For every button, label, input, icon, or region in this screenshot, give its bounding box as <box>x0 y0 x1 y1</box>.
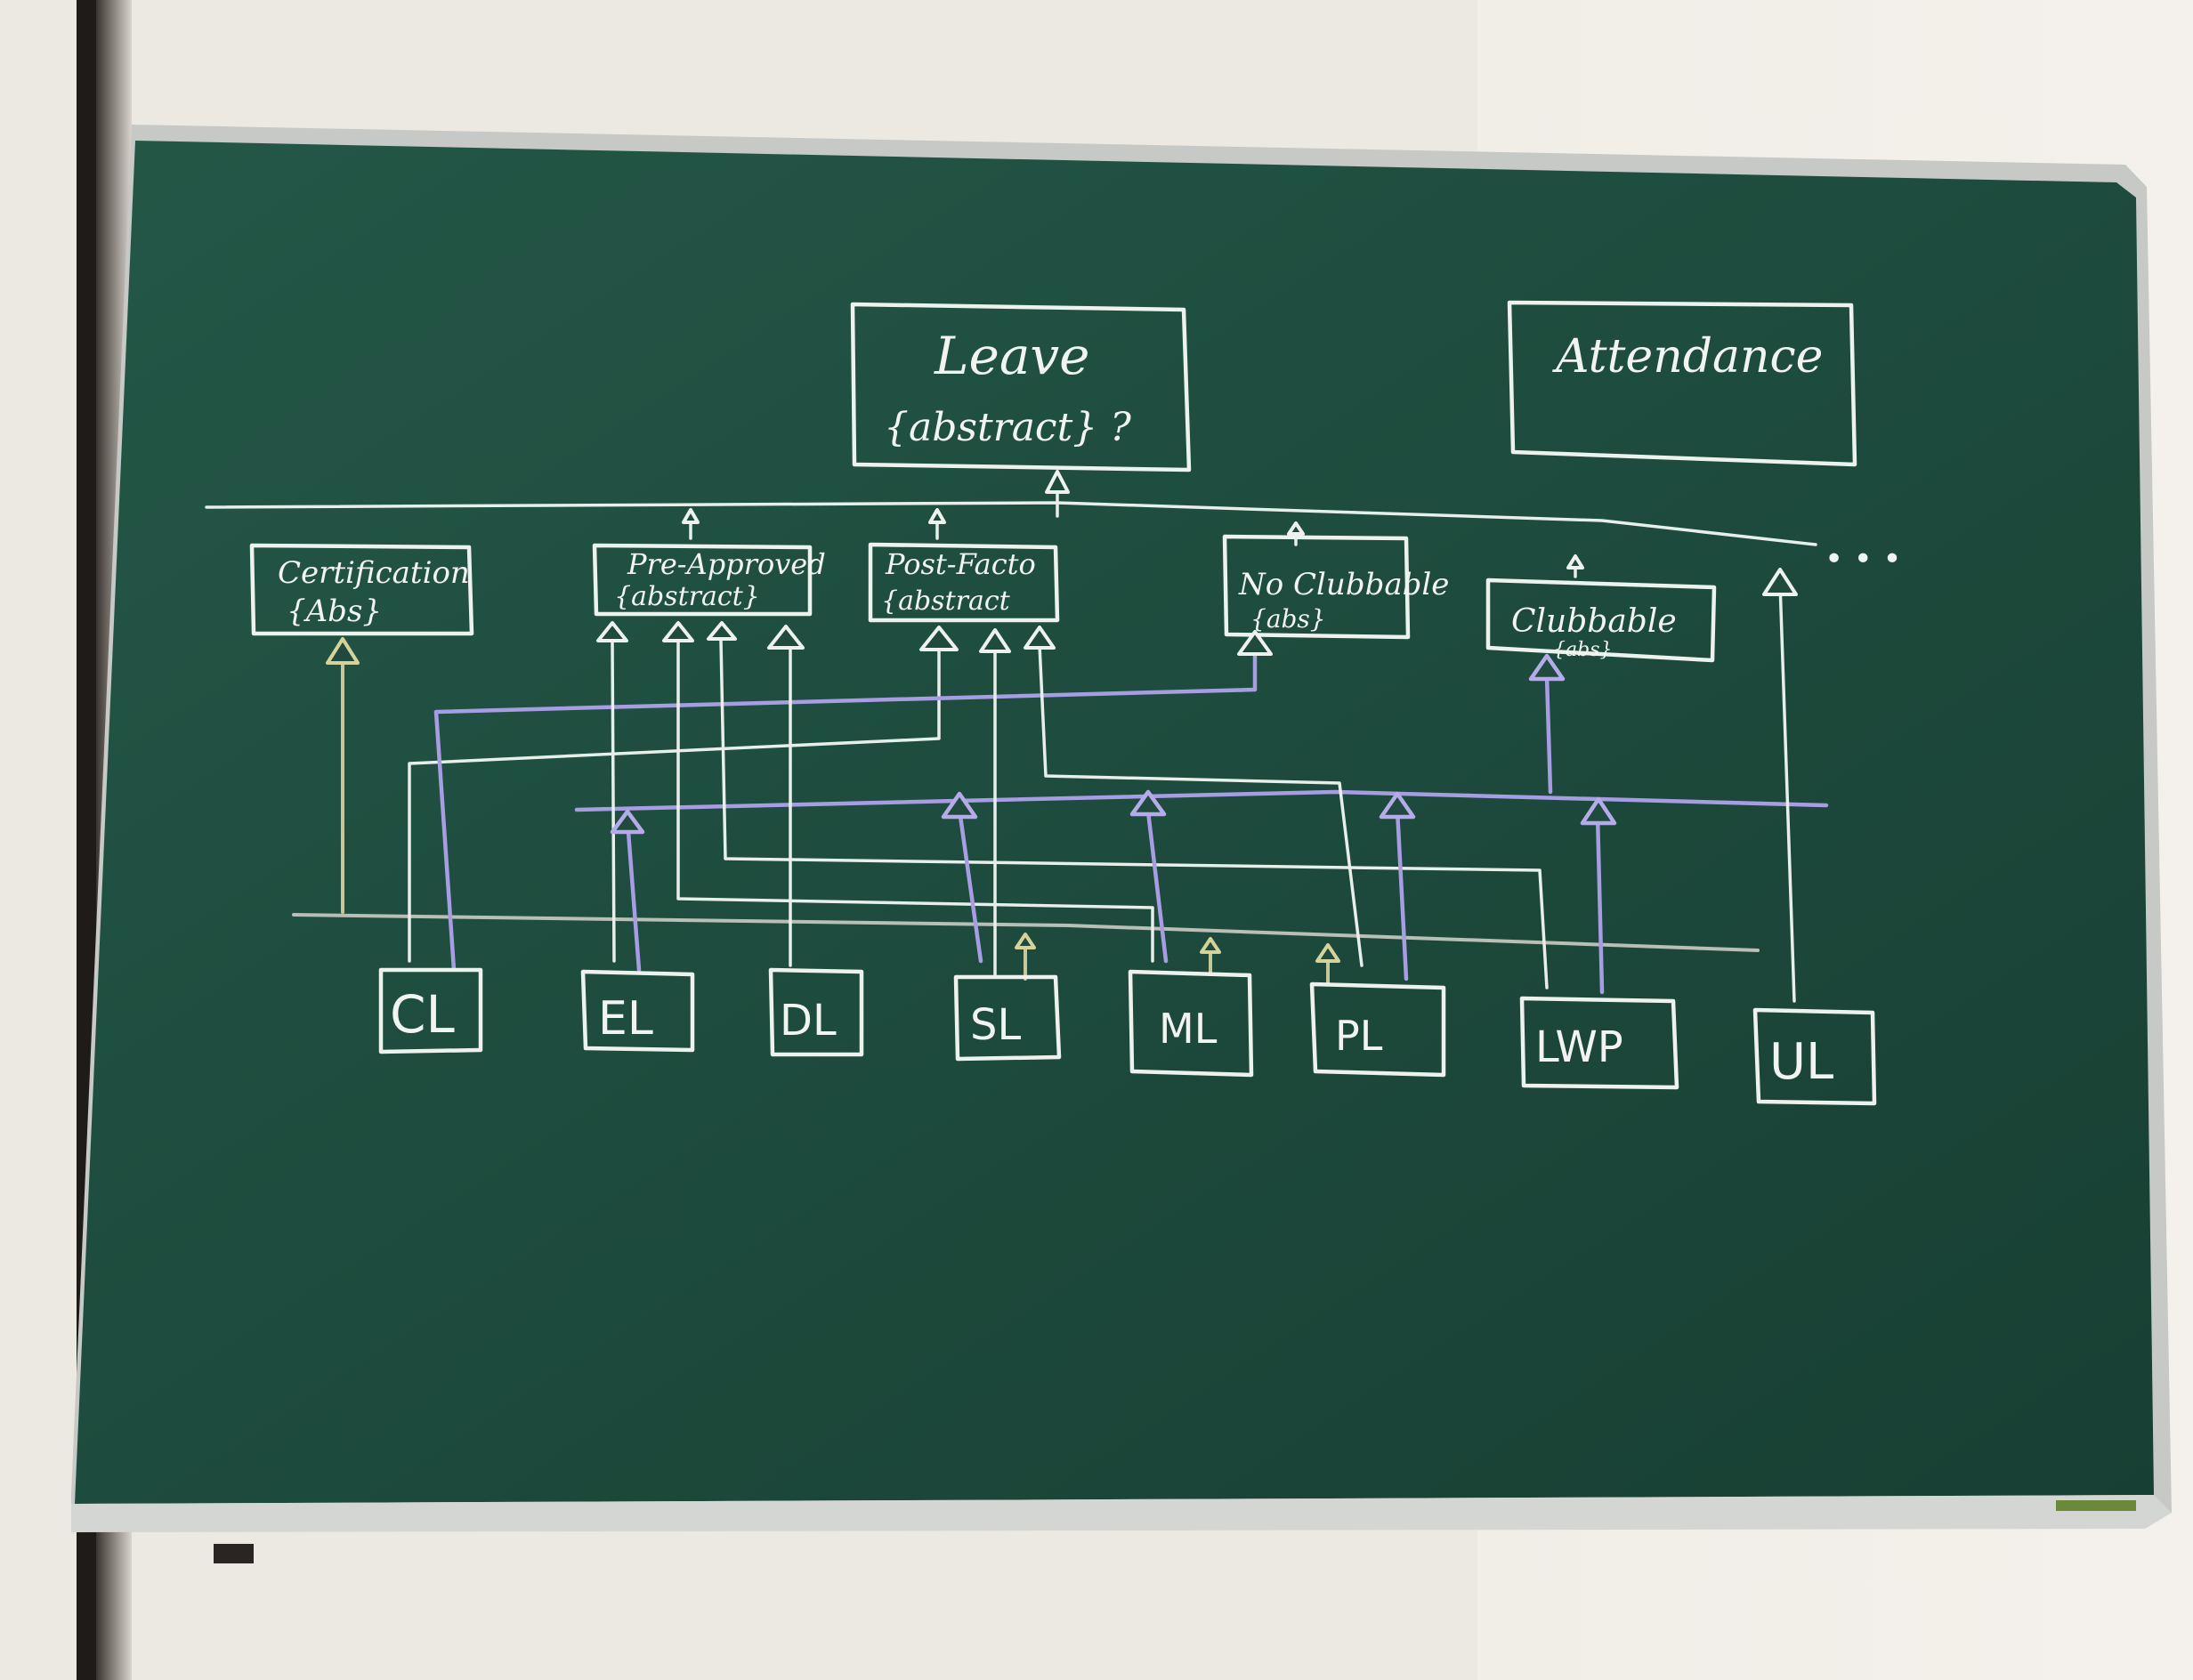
triangle-ul <box>1762 568 1798 596</box>
chalk-tray <box>71 1495 2172 1532</box>
triangle-pre-approved-3 <box>707 621 737 641</box>
class-no-clubbable-stereotype: {abs} <box>1250 604 1326 634</box>
purple-rail <box>574 789 1829 812</box>
link-el-pre-approved <box>611 639 616 963</box>
class-clubbable-name: Clubbable <box>1511 603 1677 640</box>
triangle-post-facto-2 <box>979 628 1011 653</box>
triangle-post-facto-1 <box>919 626 959 651</box>
link-ul-leave <box>1778 581 1796 1003</box>
leaf-ml-label: ML <box>1159 1005 1218 1053</box>
triangle-post-facto-3 <box>1024 626 1056 650</box>
riser-pl <box>1395 807 1409 981</box>
triangle-post-facto-up <box>928 508 946 524</box>
triangle-leave <box>1045 470 1070 494</box>
class-no-clubbable-name: No Clubbable <box>1238 567 1449 602</box>
triangle-pl <box>1379 791 1416 820</box>
class-post-facto: Post-Facto {abstract <box>868 542 1060 623</box>
class-clubbable-stereotype: {abs} <box>1553 639 1612 661</box>
yellow-triangle-pl <box>1315 943 1340 963</box>
class-attendance-name: Attendance <box>1552 330 1823 384</box>
leaf-pl-label: PL <box>1335 1012 1383 1060</box>
leaf-ul-label: UL <box>1769 1033 1833 1091</box>
class-certification-stereotype: {Abs} <box>287 594 382 629</box>
class-attendance: Attendance <box>1507 300 1857 467</box>
continuation-dots: • • • <box>1825 541 1902 578</box>
triangle-pre-approved-up <box>682 508 700 524</box>
class-post-facto-name: Post-Facto <box>885 547 1036 581</box>
leaf-pl: PL <box>1309 981 1446 1078</box>
class-pre-approved-stereotype: {abstract} <box>614 581 760 612</box>
board-surface <box>75 141 2154 1504</box>
link-cl-post-facto <box>408 643 941 963</box>
leaf-sl: SL <box>953 974 1062 1062</box>
leaf-cl: CL <box>378 967 483 1054</box>
mid-to-rail-arrows <box>682 508 1584 578</box>
triangle-pre-approved-4 <box>767 625 805 650</box>
class-no-clubbable: No Clubbable {abs} <box>1222 534 1449 640</box>
eraser <box>214 1544 254 1563</box>
class-post-facto-stereotype: {abstract <box>881 586 1011 617</box>
leaf-el-label: EL <box>598 992 653 1046</box>
leaf-lwp: LWP <box>1519 996 1679 1090</box>
triangle-el <box>610 809 645 835</box>
yellow-triangle-sl <box>1015 933 1036 949</box>
link-pl-post-facto <box>1038 643 1364 967</box>
leaf-sl-label: SL <box>970 1000 1021 1050</box>
class-pre-approved-name: Pre-Approved <box>627 547 826 581</box>
triangle-clubbable-up <box>1566 554 1584 569</box>
triangle-no-clubbable <box>1237 630 1273 656</box>
yellow-triangle-ml <box>1200 937 1221 954</box>
class-leave: Leave {abstract} ? <box>850 302 1192 472</box>
top-rail <box>205 501 1817 546</box>
leaf-dl: DL <box>768 967 864 1057</box>
riser-ml <box>1145 809 1169 964</box>
class-pre-approved: Pre-Approved {abstract} <box>592 543 826 617</box>
riser-el <box>625 818 642 973</box>
leaf-lwp-label: LWP <box>1535 1022 1623 1072</box>
leaf-ul: UL <box>1752 1007 1877 1106</box>
triangle-certification <box>326 637 360 665</box>
link-lwp-pre-approved <box>719 639 1549 989</box>
triangle-clubbable <box>1528 653 1566 682</box>
leaf-ml: ML <box>1128 969 1254 1078</box>
tray-label <box>2056 1500 2136 1511</box>
triangle-pre-approved-1 <box>596 621 628 642</box>
triangle-pre-approved-2 <box>662 621 694 642</box>
riser-clubbable <box>1544 674 1553 795</box>
triangle-sl <box>941 791 978 820</box>
class-clubbable: Clubbable {abs} <box>1485 578 1717 663</box>
class-leave-stereotype: {abstract} ? <box>884 405 1131 450</box>
link-cl-no-clubbable <box>433 642 1258 973</box>
riser-lwp <box>1595 812 1605 995</box>
triangle-no-clubbable-up <box>1287 521 1305 536</box>
link-ml-pre-approved <box>676 639 1154 963</box>
riser-sl <box>957 807 983 964</box>
leaf-dl-label: DL <box>780 996 837 1046</box>
triangle-lwp <box>1580 796 1617 826</box>
triangle-ml <box>1129 789 1167 817</box>
class-certification: Certification {Abs} <box>249 543 474 636</box>
class-certification-name: Certification <box>278 555 470 591</box>
leaf-el: EL <box>580 969 695 1053</box>
class-leave-name: Leave <box>934 326 1090 386</box>
lower-grey-rail <box>292 913 1760 952</box>
leaf-cl-label: CL <box>390 984 455 1045</box>
